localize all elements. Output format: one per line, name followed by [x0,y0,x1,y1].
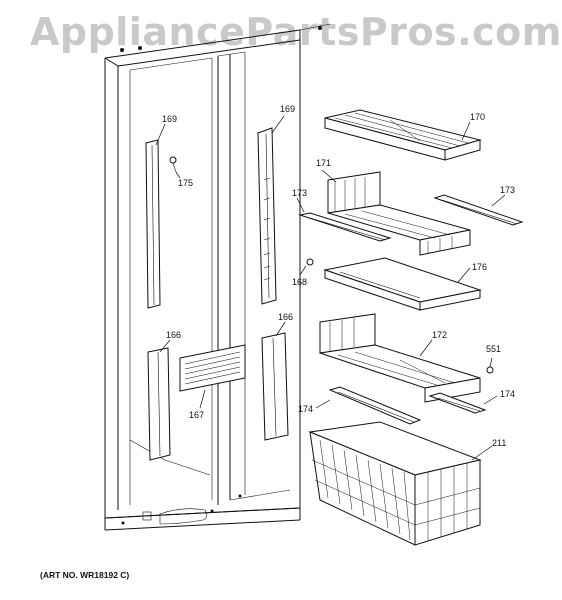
side-trim-left [147,339,171,461]
shelf-rail-right [257,115,285,305]
drawer-slide-left [315,386,422,425]
shelf-rail-left [145,123,166,309]
callout-166-right: 166 [278,312,293,322]
callout-170: 170 [470,112,485,122]
callout-169-right: 169 [280,104,295,114]
callout-176: 176 [472,262,487,272]
callout-172: 172 [432,330,447,340]
callout-211: 211 [492,438,506,448]
screw-168 [299,258,314,276]
freezer-basket [308,421,493,546]
shelf-frame [323,257,482,311]
callout-labels: 169 175 169 170 171 173 173 168 176 166 … [162,104,515,448]
shelf-top [324,109,482,161]
louvered-cover [179,344,246,409]
screw-551 [486,357,494,374]
callout-173-right: 173 [500,185,515,195]
callout-168: 168 [292,277,307,287]
art-number: (ART NO. WR18192 C) [40,570,130,580]
callout-175: 175 [178,178,193,188]
callout-166-left: 166 [166,330,181,340]
shelf-support-left [296,197,392,242]
callout-551: 551 [486,344,501,354]
side-trim-right [261,321,289,441]
callout-171: 171 [316,158,331,168]
cabinet-liner [104,23,331,531]
screw [169,156,181,179]
callout-173-left: 173 [292,188,307,198]
callout-174-left: 174 [298,404,313,414]
wire-shelf [321,169,471,256]
shelf-support-right [433,194,524,226]
callout-169-left: 169 [162,114,177,124]
drawer-slide-right [428,392,498,414]
callout-167: 167 [189,410,204,420]
callout-174-right: 174 [500,389,515,399]
watermark-logo: AppliancePartsPros.com [30,10,562,54]
